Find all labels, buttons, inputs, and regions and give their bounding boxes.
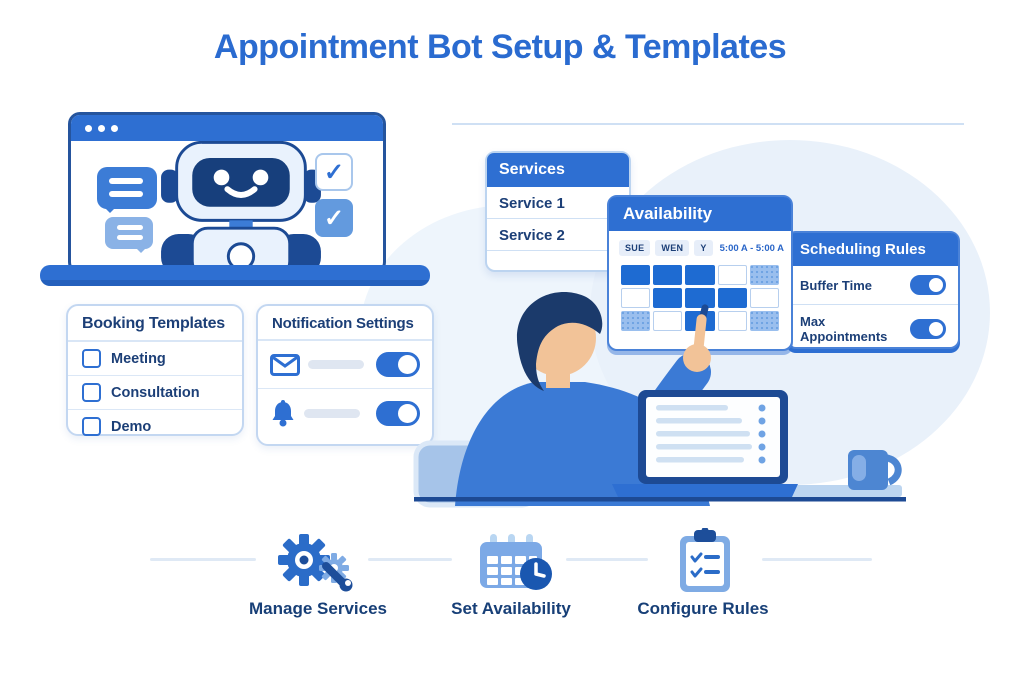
placeholder-bar (304, 409, 360, 418)
day-chip[interactable]: SUE (619, 240, 651, 256)
list-item: Consultation (68, 376, 242, 410)
calendar-cell[interactable] (717, 311, 747, 331)
calendar-cell[interactable] (653, 288, 683, 308)
placeholder-bar (308, 360, 364, 369)
notification-card-title: Notification Settings (258, 306, 432, 341)
title-divider (452, 123, 964, 125)
step-connector (762, 558, 872, 561)
browser-title-bar (71, 115, 383, 141)
step-label-set-availability: Set Availability (451, 599, 571, 618)
template-label: Consultation (111, 384, 200, 401)
rule-label: Max Appointments (800, 314, 888, 344)
step-connector (368, 558, 452, 561)
desk-edge (414, 497, 906, 502)
rule-row: Max Appointments (788, 304, 958, 353)
step-connector (566, 558, 648, 561)
laptop-base (40, 265, 430, 286)
template-label: Meeting (111, 350, 166, 367)
window-dots-icon (85, 125, 118, 132)
day-chip[interactable]: Y (694, 240, 713, 256)
day-chip[interactable]: WEN (655, 240, 690, 256)
time-range-label: 5:00 A - 5:00 A (719, 242, 785, 254)
services-card: Services Service 1 Service 2 (485, 151, 631, 272)
notification-row (258, 389, 432, 438)
calendar-cell[interactable] (653, 265, 683, 285)
checkmark-outline-icon: ✓ (315, 153, 353, 191)
clipboard-check-icon (680, 528, 730, 592)
calendar-cell[interactable] (621, 265, 651, 285)
calendar-cell[interactable] (749, 311, 779, 331)
step-label-manage-services: Manage Services (249, 599, 387, 618)
chat-bubble-icon (97, 167, 157, 213)
scheduling-rules-card: Scheduling Rules Buffer Time Max Appoint… (786, 231, 960, 349)
person-hair (516, 291, 603, 391)
rule-row: Buffer Time (788, 266, 958, 304)
calendar-cell[interactable] (685, 265, 715, 285)
max-appointments-toggle[interactable] (910, 319, 946, 339)
envelope-icon (270, 353, 300, 376)
person-at-desk-illustration (413, 291, 906, 508)
meeting-checkbox[interactable] (82, 349, 101, 368)
consultation-checkbox[interactable] (82, 383, 101, 402)
calendar-cell[interactable] (717, 288, 747, 308)
chat-bubble-icon (105, 217, 153, 253)
bell-icon (272, 400, 294, 427)
checkmark-filled-icon: ✓ (315, 199, 353, 237)
booking-card-title: Booking Templates (68, 306, 242, 342)
step-connector (150, 558, 256, 561)
demo-checkbox[interactable] (82, 417, 101, 436)
coffee-mug-icon (848, 450, 902, 490)
calendar-cell[interactable] (749, 265, 779, 285)
calendar-cell[interactable] (653, 311, 683, 331)
chatbot-browser-window: ✓ ✓ (68, 112, 386, 274)
list-item[interactable]: Service 1 (487, 187, 629, 219)
scheduling-card-header: Scheduling Rules (788, 233, 958, 266)
pointing-hand-icon (683, 304, 711, 372)
list-item: Demo (68, 410, 242, 443)
calendar-cell[interactable] (621, 311, 651, 331)
rule-label: Buffer Time (800, 277, 872, 293)
notification-row (258, 341, 432, 389)
robot-icon (153, 117, 329, 271)
booking-templates-card: Booking Templates Meeting Consultation D… (66, 304, 244, 436)
list-item[interactable]: Service 2 (487, 219, 629, 251)
calendar-cell[interactable] (685, 288, 715, 308)
gear-wrench-icon (278, 534, 353, 592)
push-notification-toggle[interactable] (376, 401, 420, 426)
services-card-header: Services (487, 153, 629, 187)
page-title: Appointment Bot Setup & Templates (213, 28, 787, 66)
calendar-cell[interactable] (717, 265, 747, 285)
template-label: Demo (111, 418, 152, 435)
availability-calendar-grid (621, 265, 779, 331)
availability-card-header: Availability (609, 197, 791, 231)
email-notification-toggle[interactable] (376, 352, 420, 377)
notification-settings-card: Notification Settings (256, 304, 434, 446)
step-label-configure-rules: Configure Rules (637, 599, 769, 618)
calendar-cell[interactable] (621, 288, 651, 308)
buffer-time-toggle[interactable] (910, 275, 946, 295)
laptop (612, 390, 798, 497)
calendar-cell[interactable] (749, 288, 779, 308)
day-chips-row: SUE WEN Y 5:00 A - 5:00 A (609, 231, 791, 259)
list-item: Meeting (68, 342, 242, 376)
calendar-clock-icon (480, 534, 552, 590)
